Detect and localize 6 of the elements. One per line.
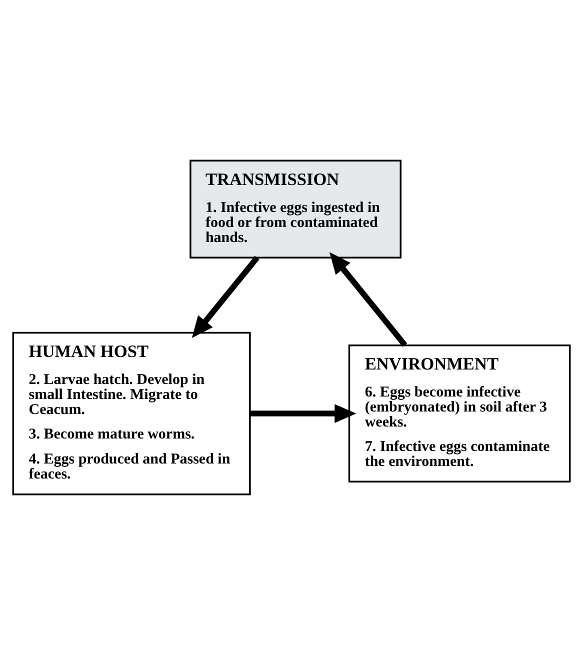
node-box: ENVIRONMENT 6. Eggs become infective (embryonated) in soil after 3 weeks. 7. Infective eggs contaminate the environment. bbox=[348, 344, 571, 483]
node-box: TRANSMISSION 1. Infective eggs ingested in food or from contaminated hands. bbox=[190, 160, 402, 258]
arrow bbox=[192, 256, 260, 338]
arrow bbox=[250, 404, 356, 423]
arrow bbox=[329, 252, 408, 347]
node-box: HUMAN HOST 2. Larvae hatch. Develop in small Intestine. Migrate to Ceacum. 3. Become mature worms. 4. Eggs produced and Passed in feaces. bbox=[12, 332, 251, 496]
